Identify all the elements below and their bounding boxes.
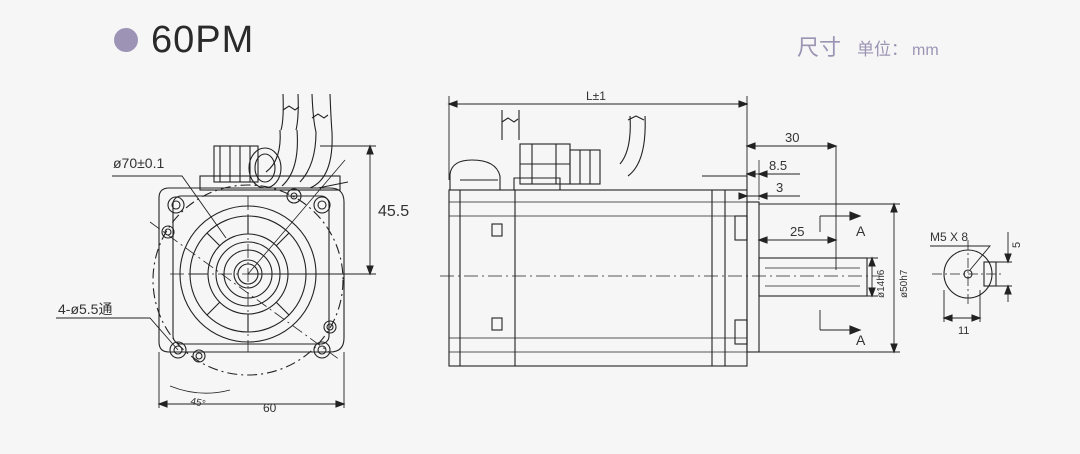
section-mark-top: A [856,223,866,239]
unit-header: 尺寸 单位： mm [797,30,939,62]
side-view [440,96,900,367]
dim-30-label: 30 [785,130,799,145]
dim-8-5-label: 8.5 [769,158,787,173]
flange-diameter-label: ø50h7 [899,269,910,298]
page-title: 60PM [114,20,254,60]
height-label: 45.5 [378,203,409,220]
shaft-diameter-label: ø14h6 [876,269,887,298]
holes-label: 4-ø5.5通 [58,301,112,317]
dim-11-label: 11 [958,325,969,337]
unit-value: mm [912,42,939,59]
model-title: 60PM [151,19,255,61]
dim-3-label: 3 [776,180,783,195]
dim-25-label: 25 [790,224,804,239]
width-label: 60 [263,401,277,415]
angle-label: 45° [189,396,206,410]
section-mark-bottom: A [856,332,866,348]
title-bullet-icon [114,28,138,52]
size-label: 尺寸 [797,35,842,60]
length-label: L±1 [586,89,606,103]
front-view [56,93,376,408]
unit-label: 单位： [857,40,909,59]
section-view [930,232,1012,322]
key-label: M5 X 8 [930,230,968,244]
dim-5-label: 5 [1011,242,1023,248]
diameter-label: ø70±0.1 [113,155,164,171]
